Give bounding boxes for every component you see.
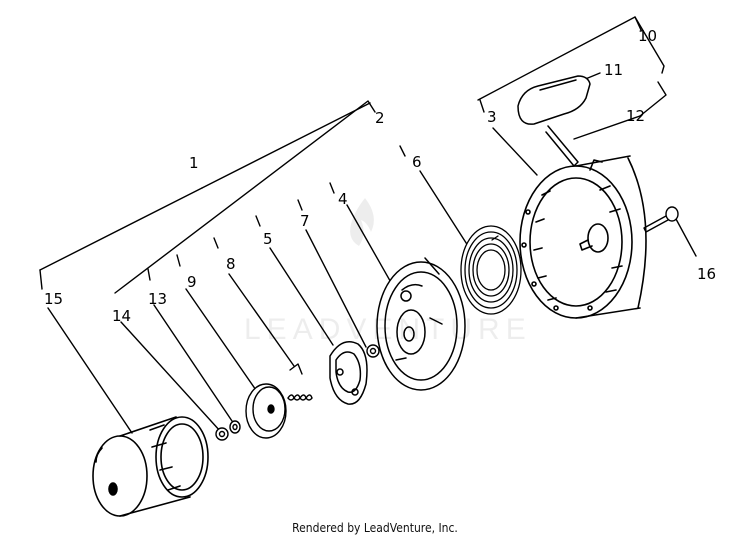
- callout-9[interactable]: 9: [187, 273, 197, 291]
- callout-3[interactable]: 3: [487, 108, 497, 126]
- retainer-washer-part: [245, 383, 287, 439]
- callout-11[interactable]: 11: [604, 61, 624, 79]
- leader-lines: [39, 16, 697, 434]
- callout-13[interactable]: 13: [148, 290, 168, 308]
- starter-cup-part: [92, 416, 209, 517]
- render-credit: Rendered by LeadVenture, Inc.: [292, 521, 458, 535]
- brake-spring-part: [287, 363, 313, 401]
- callout-16[interactable]: 16: [697, 265, 717, 283]
- callout-8[interactable]: 8: [226, 255, 236, 273]
- watermark-text: LEADVENTURE: [244, 313, 532, 346]
- callout-6[interactable]: 6: [412, 153, 422, 171]
- retainer-nuts-part: [215, 420, 241, 441]
- callout-4[interactable]: 4: [338, 190, 348, 208]
- watermark-flame-icon: [350, 198, 374, 246]
- callout-2[interactable]: 2: [375, 109, 385, 127]
- starter-handle-part: [517, 75, 591, 167]
- callout-15[interactable]: 15: [44, 290, 64, 308]
- callout-14[interactable]: 14: [112, 307, 132, 325]
- pulley-washer-part: [366, 344, 380, 358]
- starter-housing-part: [519, 155, 647, 319]
- callout-10[interactable]: 10: [638, 27, 658, 45]
- callout-7[interactable]: 7: [300, 212, 310, 230]
- callout-5[interactable]: 5: [263, 230, 273, 248]
- recoil-spring-part: [460, 225, 522, 315]
- mounting-screw-part: [643, 206, 679, 233]
- callout-1[interactable]: 1: [189, 154, 199, 172]
- callout-12[interactable]: 12: [626, 107, 646, 125]
- pawl-plate-part: [329, 341, 368, 405]
- rope-pulley-part: [376, 257, 466, 391]
